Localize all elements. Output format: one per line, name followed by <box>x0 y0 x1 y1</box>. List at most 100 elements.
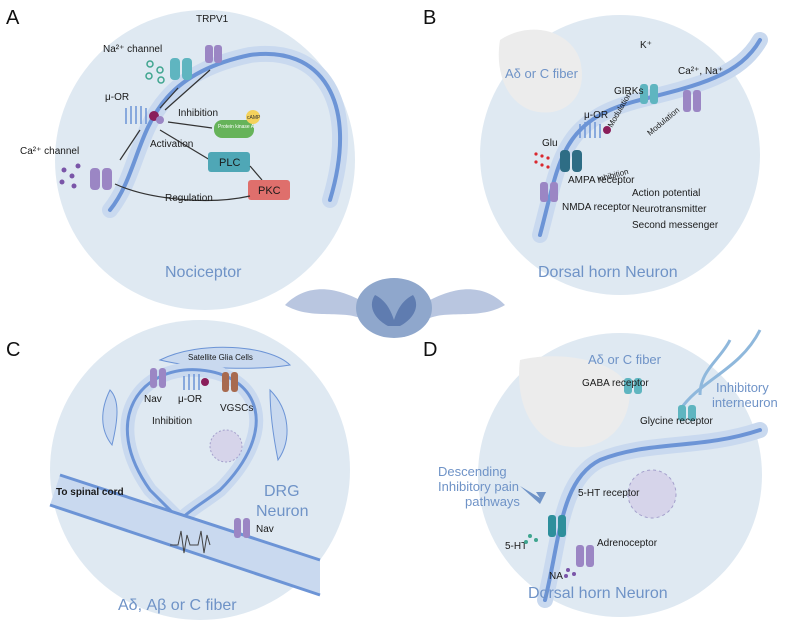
b-mu-or-ligand-icon <box>603 126 611 134</box>
panel-d-title: Dorsal horn Neuron <box>528 585 668 602</box>
gaba-receptor-icon <box>624 378 642 394</box>
a-regulation-arrow <box>114 183 251 202</box>
adrenoceptor-label: Adrenoceptor <box>597 538 658 549</box>
panel-a-title: Nociceptor <box>165 264 242 281</box>
camp-icon <box>246 110 260 124</box>
b-ca-na-label: Ca²⁺, Na⁺ <box>678 66 723 77</box>
gaba-label: GABA receptor <box>582 378 649 389</box>
panel-b-letter: B <box>423 7 436 29</box>
b-ca-channel-icon <box>683 90 701 112</box>
plc-label: PLC <box>219 157 240 169</box>
b-fiber-label: Aδ or C fiber <box>505 66 579 81</box>
inhibitory-label-1: Inhibitory <box>716 380 769 395</box>
panel-b-title: Dorsal horn Neuron <box>538 264 678 281</box>
na-ions-icon <box>145 60 165 84</box>
drg-nucleus-icon <box>209 429 243 463</box>
glycine-receptor-icon <box>678 405 696 421</box>
effect-item: Action potential <box>632 188 700 199</box>
b-presynaptic-terminal <box>498 29 582 113</box>
pka-label: Protein kinase A <box>218 124 255 130</box>
a-activation-label: Activation <box>150 139 193 150</box>
satellite-label: Satellite Glia Cells <box>188 353 253 362</box>
ht-receptor-icon <box>548 515 566 537</box>
inhibitory-interneuron-icon <box>678 329 762 411</box>
trpv1-icon <box>205 45 222 63</box>
a-activation-arrow <box>159 129 211 161</box>
drg-axon <box>50 475 320 595</box>
inhibitory-label-2: interneuron <box>712 395 778 410</box>
c-mu-or-label: μ-OR <box>178 394 202 405</box>
a-inhibit-na-arrow <box>159 87 179 109</box>
camp-label: cAMP <box>247 115 261 121</box>
vgscs-label: VGSCs <box>220 403 253 414</box>
descending-label-1: Descending <box>438 464 507 479</box>
c-fiber-label: Aδ, Aβ or C fiber <box>118 597 237 614</box>
plc-box <box>208 152 250 172</box>
ca-ions-icon <box>59 163 81 189</box>
a-regulation-label: Regulation <box>165 193 213 204</box>
na-label: NA <box>549 571 563 582</box>
ht-receptor-label: 5-HT receptor <box>578 488 640 499</box>
panel-a: A Na²⁺ channel TRPV1 μ-OR Inhibi <box>6 7 355 310</box>
a-inhibit-trpv1-arrow <box>164 69 211 111</box>
effect-item: Second messenger <box>632 220 719 231</box>
descending-label-3: pathways <box>465 494 520 509</box>
na-molecules-icon <box>564 568 576 578</box>
a-ca-inhibit-arrow <box>119 129 141 161</box>
vgscs-icon <box>222 372 238 392</box>
d-presynaptic-terminal <box>519 356 630 448</box>
ht-label: 5-HT <box>505 541 527 552</box>
glu-vesicles-icon <box>534 152 550 169</box>
ca-channel-label: Ca²⁺ channel <box>20 146 79 157</box>
d-nucleus-icon <box>627 469 677 519</box>
descending-arrow-icon <box>520 486 546 504</box>
panel-b: B Aδ or C fiber K⁺ GIRKs Ca²⁺, Na⁺ μ-OR … <box>423 7 768 295</box>
panel-a-circle <box>55 10 355 310</box>
b-k-label: K⁺ <box>640 40 652 51</box>
a-mu-or-label: μ-OR <box>105 92 129 103</box>
effect-item: Neurotransmitter <box>632 204 707 215</box>
pka-box <box>214 120 254 138</box>
d-fiber-label: Aδ or C fiber <box>588 352 662 367</box>
panel-c-title-line1: DRG <box>264 483 300 500</box>
nmda-label: NMDA receptor <box>562 202 631 213</box>
c-inhibition-label: Inhibition <box>152 416 192 427</box>
mu-or-icon <box>125 106 147 124</box>
trpv1-label: TRPV1 <box>196 14 229 25</box>
descending-label-2: Inhibitory pain <box>438 479 519 494</box>
b-effects-list: Action potential Neurotransmitter Second… <box>632 188 719 231</box>
action-potential-icon <box>170 530 211 554</box>
panel-c-letter: C <box>6 339 20 361</box>
glu-label: Glu <box>542 138 558 149</box>
c-nav-top-label: Nav <box>144 394 162 405</box>
c-nav-top-icon <box>150 368 166 388</box>
glycine-label: Glycine receptor <box>640 416 713 427</box>
na-channel-label: Na²⁺ channel <box>103 44 162 55</box>
panel-d-letter: D <box>423 339 437 361</box>
a-inhibition-label: Inhibition <box>178 108 218 119</box>
ht-molecules-icon <box>524 534 538 544</box>
ca-channel-icon <box>90 168 112 190</box>
panel-c-title-line2: Neuron <box>256 503 308 520</box>
plc-pkc-arrow <box>249 165 263 181</box>
spinal-cord-icon <box>285 278 505 338</box>
a-inhibition-arrow <box>167 121 213 129</box>
adrenoceptor-icon <box>576 545 594 567</box>
ampa-label: AMPA receptor <box>568 175 635 186</box>
to-spinal-cord-label: To spinal cord <box>56 487 124 498</box>
ampa-receptor-icon <box>560 150 582 172</box>
pkc-label: PKC <box>258 185 281 197</box>
c-axon-nav-icon <box>234 518 250 538</box>
panel-d: D Aδ or C fiber GABA receptor Glycine re… <box>423 329 778 617</box>
pkc-box <box>248 180 290 200</box>
c-mu-or-icon <box>183 374 200 390</box>
b-mu-or-label: μ-OR <box>584 110 608 121</box>
girks-label: GIRKs <box>614 86 643 97</box>
nmda-receptor-icon <box>540 182 558 202</box>
b-mu-or-icon <box>579 122 601 138</box>
c-nav-axon-label: Nav <box>256 524 274 535</box>
girk-channel-icon <box>640 84 658 104</box>
panel-c: C Satellite Glia Cells To spinal cord Na… <box>6 320 350 620</box>
panel-a-letter: A <box>6 7 20 29</box>
